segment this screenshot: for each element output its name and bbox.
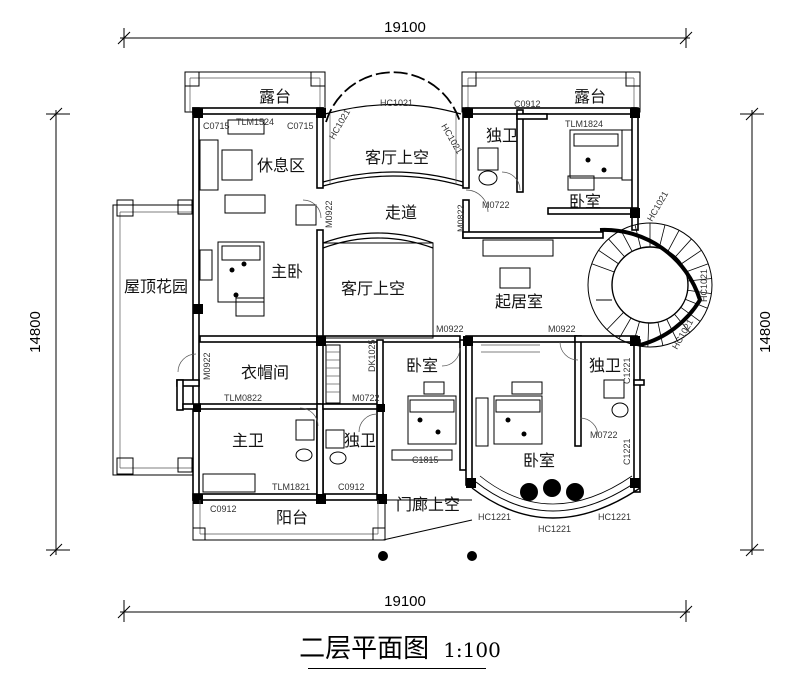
code-m0722-a: M0722 [482,200,510,210]
dim-right: 14800 [757,311,774,353]
code-m0822: M0822 [456,204,466,232]
balcony-rail [192,499,386,541]
code-tlm1524: TLM1524 [236,117,274,127]
code-c0912-a: C0912 [210,504,237,514]
code-hc1221-b: HC1221 [538,524,571,534]
code-m0922-c: M0922 [548,324,576,334]
room-living-void-mid: 客厅上空 [341,279,405,298]
room-terrace-right: 露台 [574,87,606,106]
room-living-void-top: 客厅上空 [365,148,429,167]
room-family-room: 起居室 [495,292,543,311]
code-hc1221-c: HC1221 [598,512,631,522]
room-porch-void: 门廊上空 [396,495,460,514]
room-bedroom-bottom: 卧室 [523,451,555,470]
code-c1815: C1815 [412,455,439,465]
room-bedroom-top: 卧室 [569,192,601,211]
dim-left: 14800 [27,311,44,353]
code-m0722-c: M0722 [590,430,618,440]
code-c0912-top: C0912 [514,99,541,109]
room-master-bedroom: 主卧 [271,262,303,281]
furniture [199,119,633,493]
code-c0715-a: C0715 [203,121,230,131]
drawing-caption: 二层平面图 1:100 [0,628,800,669]
room-bath-top: 独卫 [486,126,518,145]
room-corridor: 走道 [385,203,417,222]
code-c0912-b: C0912 [338,482,365,492]
code-hc1021-d: HC1021 [645,189,670,223]
code-m0922-b: M0922 [436,324,464,334]
room-lounge: 休息区 [257,156,305,175]
code-hc1021-e: HC1021 [699,269,709,302]
living-void-top [322,71,464,187]
dim-bottom: 19100 [384,593,426,610]
code-m0722-b: M0722 [352,393,380,403]
dimension-lines [46,28,764,622]
room-balcony: 阳台 [276,508,308,527]
code-tlm1824: TLM1824 [565,119,603,129]
code-tlm1821: TLM1821 [272,482,310,492]
code-hc1221-a: HC1221 [478,512,511,522]
living-void-mid [322,232,434,339]
room-bath-small: 独卫 [344,431,376,450]
room-bedroom-mid: 卧室 [406,356,438,375]
drawing-scale: 1:100 [443,638,501,662]
door-swings [177,171,599,437]
room-terrace-left: 露台 [259,87,291,106]
room-bath-right: 独卫 [589,356,621,375]
room-roof-garden: 屋顶花园 [124,277,188,296]
code-tlm0822: TLM0822 [224,393,262,403]
room-master-bath: 主卫 [232,431,264,450]
code-hc1021-b: HC1021 [380,98,413,108]
code-c1221-b: C1221 [622,438,632,465]
code-c0715-b: C0715 [287,121,314,131]
code-hc1021-c: HC1021 [439,122,464,156]
code-c1221-a: C1221 [622,357,632,384]
room-cloakroom: 衣帽间 [241,363,289,382]
drawing-title: 二层平面图 [299,634,430,664]
dim-top: 19100 [384,19,426,36]
porch-lines [378,499,477,561]
code-dk1025: DK1025 [367,339,377,372]
code-m0922-a: M0922 [324,200,334,228]
roof-garden-pergola [112,199,194,476]
code-m0922-d: M0922 [202,352,212,380]
spiral-staircase [587,222,713,348]
title-underline [308,668,486,669]
bay-window [471,475,641,519]
